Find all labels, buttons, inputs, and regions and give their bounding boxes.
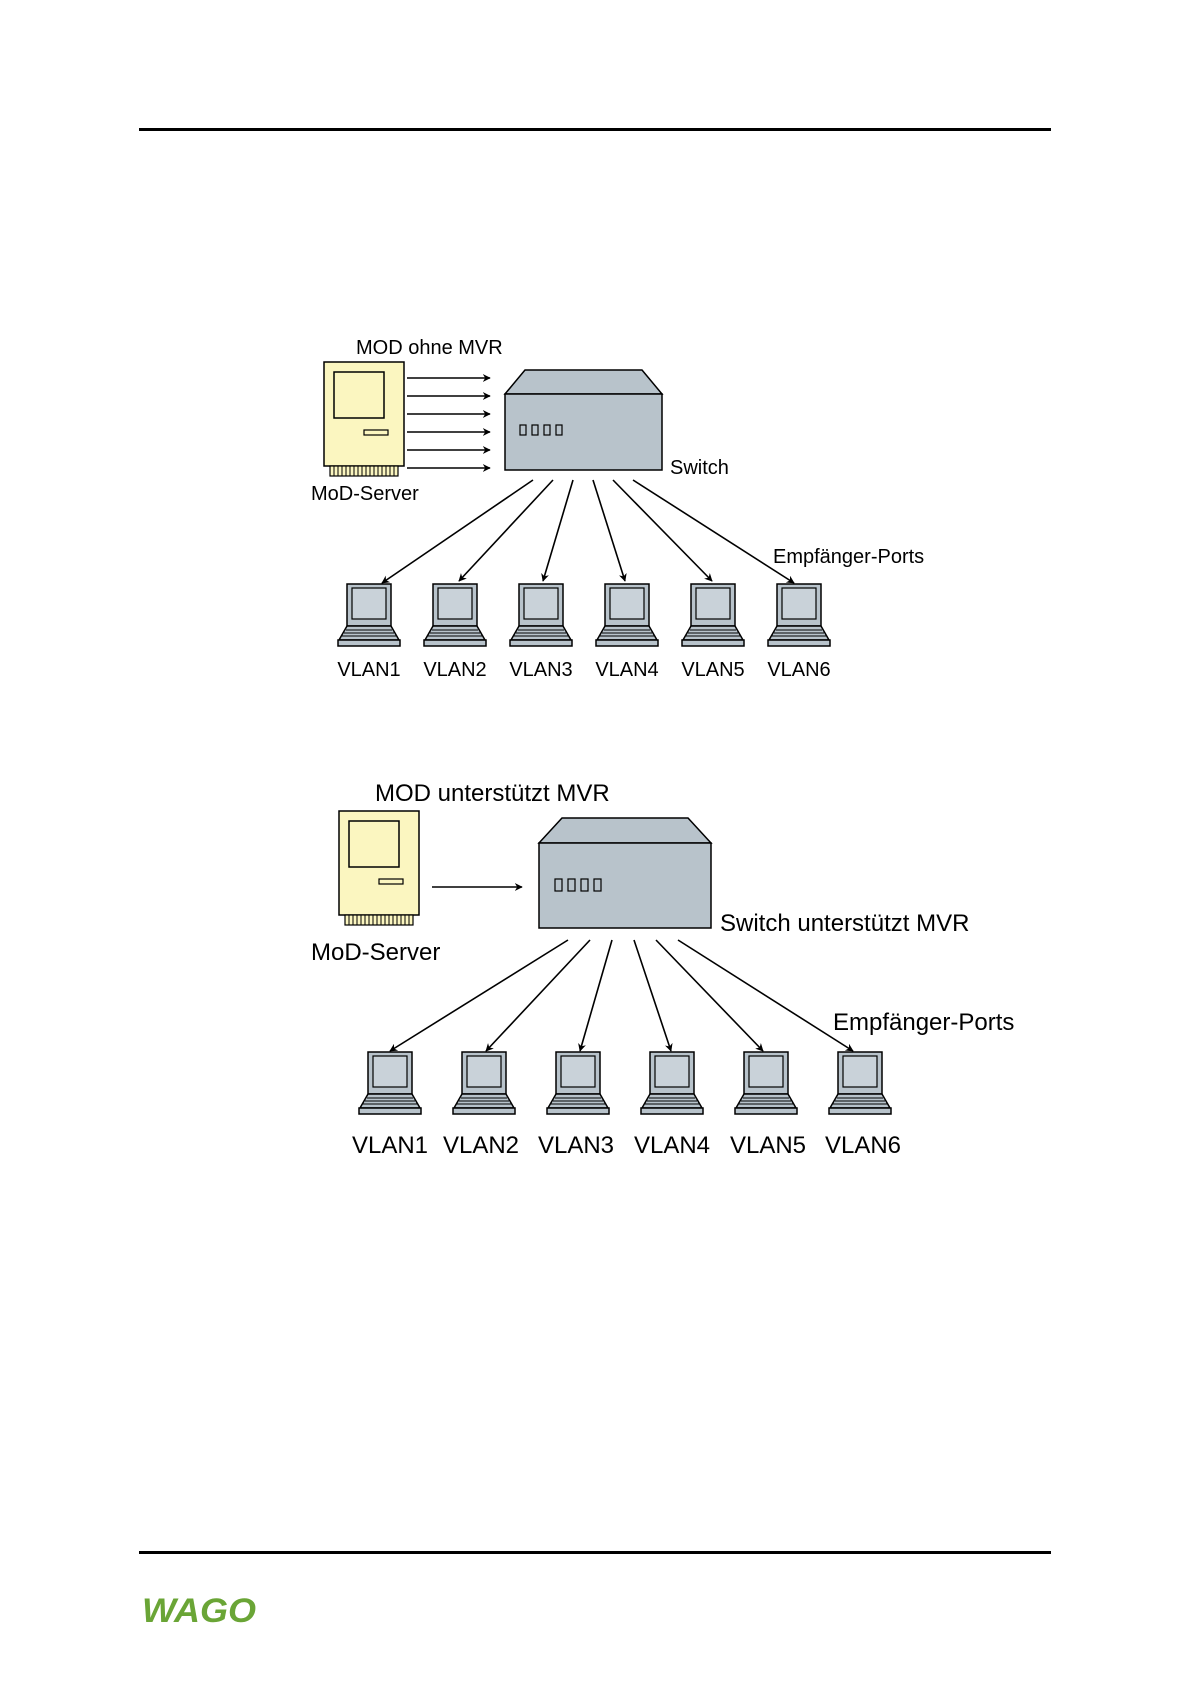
stream-arrows (407, 378, 490, 468)
wago-logo: WAGO (142, 1593, 258, 1625)
laptop-icon (829, 1052, 891, 1114)
diagram2-client-label: VLAN4 (634, 1132, 710, 1159)
server-icon (339, 811, 419, 925)
diagram2-switch-label: Switch unterstützt MVR (720, 910, 969, 937)
logo-text: WAGO (142, 1593, 256, 1625)
laptop-icon (547, 1052, 609, 1114)
distribution-arrows (382, 480, 794, 583)
laptop-icon (424, 584, 486, 646)
diagram1-title: MOD ohne MVR (356, 337, 503, 359)
diagram2-client-label: VLAN2 (443, 1132, 519, 1159)
laptop-icon (453, 1052, 515, 1114)
laptop-icon (641, 1052, 703, 1114)
diagram2-title: MOD unterstützt MVR (375, 780, 610, 807)
laptop-icon (596, 584, 658, 646)
diagram2-client-label: VLAN5 (730, 1132, 806, 1159)
diagram2-client-label: VLAN6 (825, 1132, 901, 1159)
laptop-icon (359, 1052, 421, 1114)
switch-icon (505, 370, 662, 470)
laptop-icon (682, 584, 744, 646)
diagram1-client-label: VLAN3 (509, 659, 572, 681)
laptop-icon (338, 584, 400, 646)
bottom-rule (139, 1551, 1051, 1554)
diagram1-client-label: VLAN4 (595, 659, 658, 681)
diagram-with-mvr: MOD unterstützt MVR MoD-Server Switch un… (311, 780, 1014, 1159)
diagram2-client-label: VLAN1 (352, 1132, 428, 1159)
laptop-icon (510, 584, 572, 646)
diagram2-server-label: MoD-Server (311, 939, 440, 966)
diagram1-ports-label: Empfänger-Ports (773, 546, 924, 568)
diagram1-client-label: VLAN5 (681, 659, 744, 681)
diagram1-client-label: VLAN2 (423, 659, 486, 681)
laptop-icon (768, 584, 830, 646)
diagram1-client-label: VLAN6 (767, 659, 830, 681)
diagram1-switch-label: Switch (670, 457, 729, 479)
diagram-without-mvr: MOD ohne MVR MoD-Server Switch (311, 337, 924, 681)
diagram1-client-label: VLAN1 (337, 659, 400, 681)
server-icon (324, 362, 404, 476)
diagram2-ports-label: Empfänger-Ports (833, 1009, 1014, 1036)
laptop-icon (735, 1052, 797, 1114)
diagram1-server-label: MoD-Server (311, 483, 419, 505)
diagram2-client-label: VLAN3 (538, 1132, 614, 1159)
switch-icon (539, 818, 711, 928)
distribution-arrows (390, 940, 853, 1051)
